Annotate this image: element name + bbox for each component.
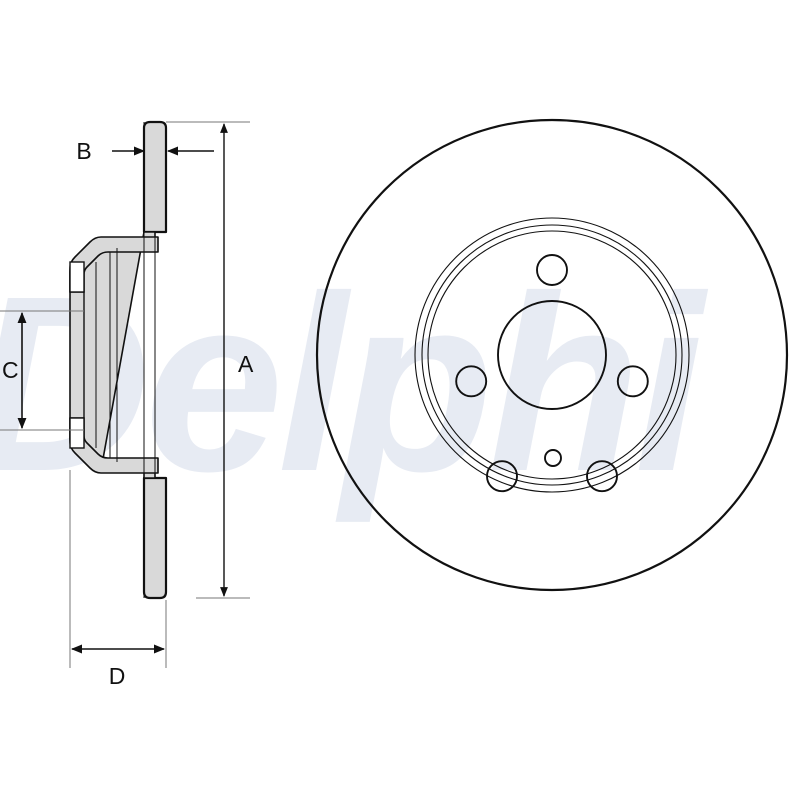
- rim-bottom-profile: [142, 476, 168, 600]
- dimension-d-label: D: [109, 663, 126, 689]
- friction-ring-inner: [421, 224, 683, 486]
- hat-web-top: [69, 236, 159, 293]
- front-face-view: [315, 118, 789, 592]
- hub-bore-circle: [497, 300, 607, 410]
- cross-section-view: [69, 120, 168, 600]
- bolt-hole: [486, 460, 518, 493]
- bolt-hole: [586, 460, 618, 493]
- dimension-a: A: [196, 121, 254, 599]
- dimension-b-label: B: [76, 138, 91, 164]
- dimension-c-label: C: [2, 357, 19, 383]
- hat-web-bottom: [69, 417, 159, 474]
- friction-ring-outer: [414, 217, 690, 493]
- disc-outer-edge: [315, 118, 789, 592]
- dimension-c: C: [0, 310, 84, 431]
- rim-top-profile: [142, 120, 168, 234]
- bolt-hole: [616, 365, 649, 398]
- dimension-d: D: [69, 470, 167, 689]
- hat-outer-circle: [427, 230, 677, 480]
- bolt-hole: [536, 254, 568, 286]
- locating-pin-hole: [544, 449, 562, 467]
- bolt-hole-notch-lower: [69, 417, 85, 449]
- bolt-hole-notch-upper: [69, 261, 85, 293]
- bolt-hole: [455, 365, 488, 398]
- dimension-a-label: A: [238, 351, 254, 377]
